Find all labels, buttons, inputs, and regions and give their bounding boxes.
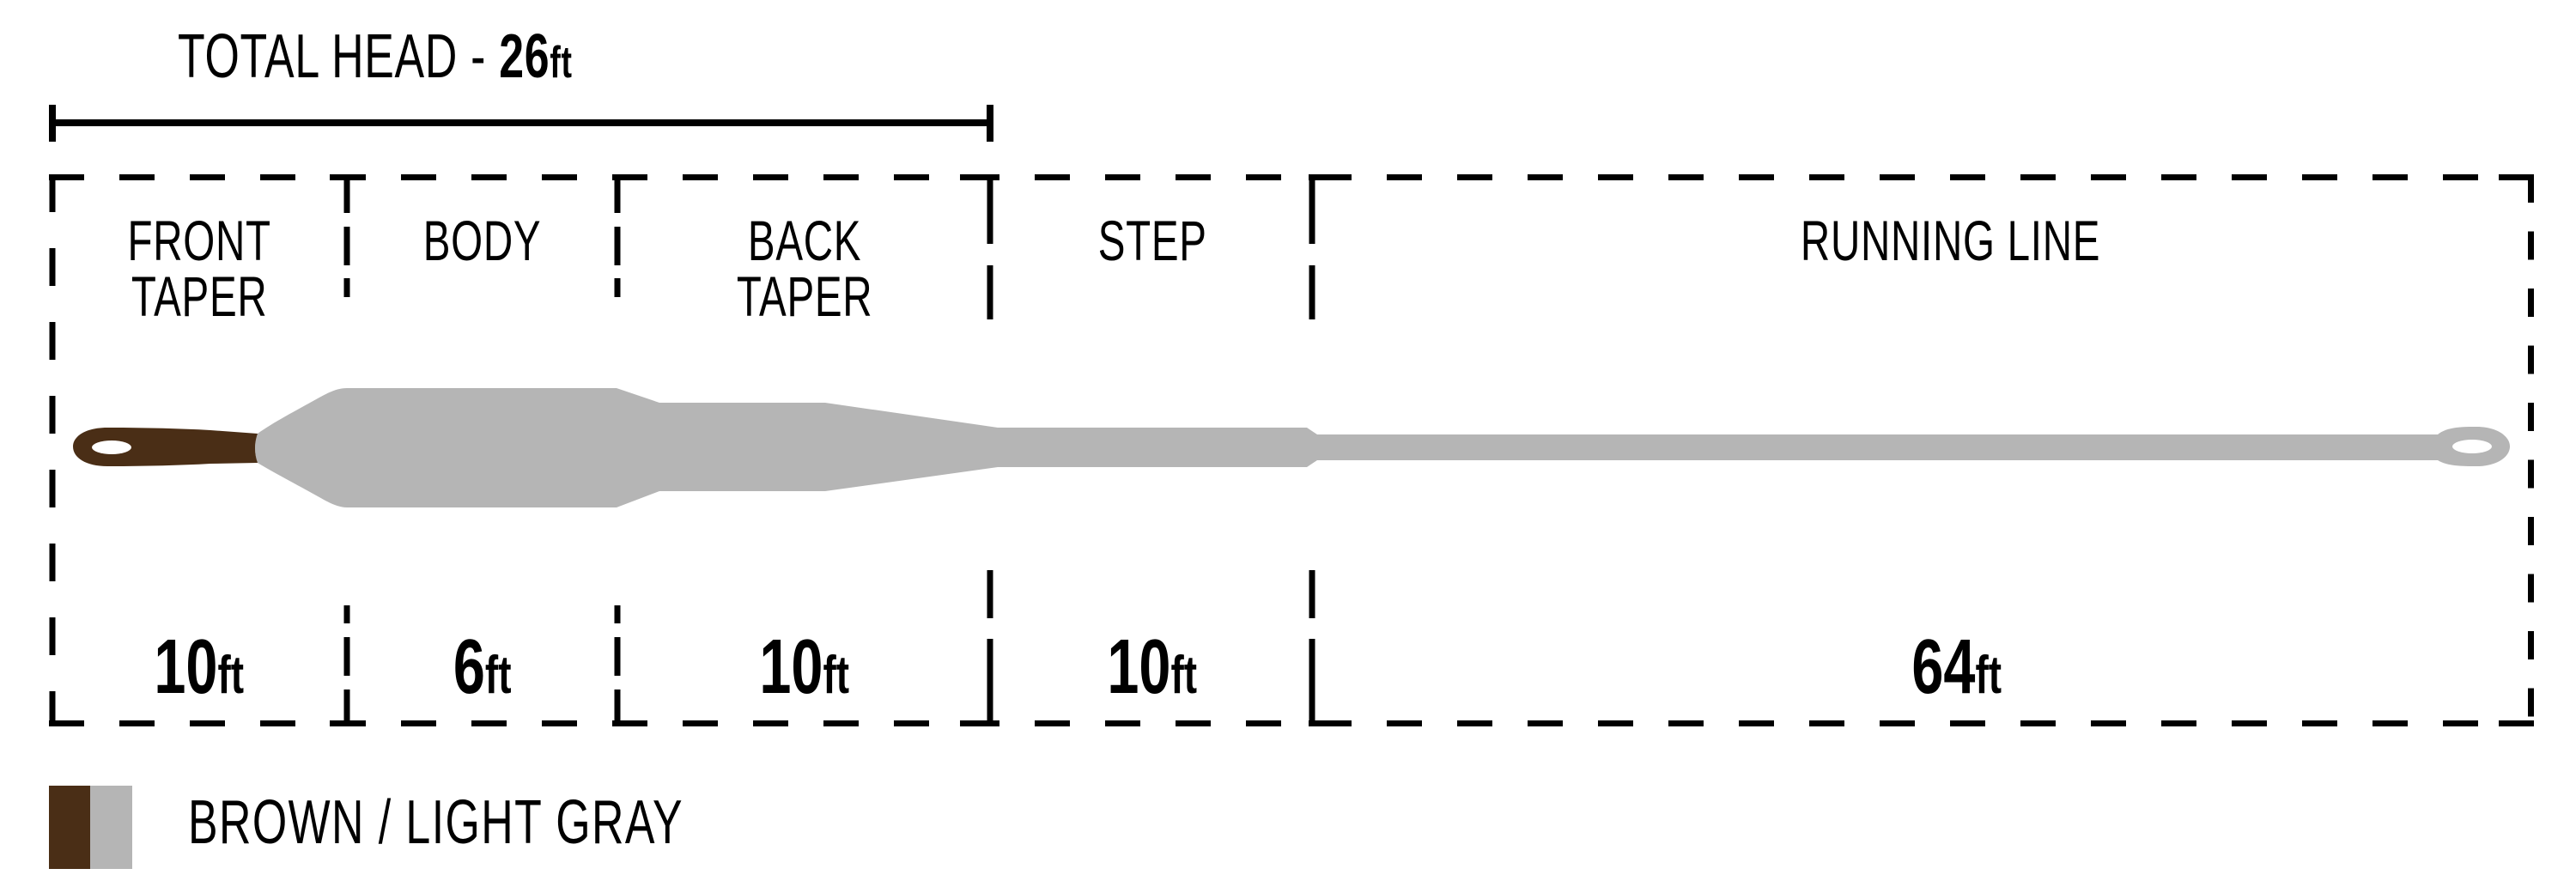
total-head-title: TOTAL HEAD - 26ft [178,24,693,89]
color-legend-label: BROWN / LIGHT GRAY [188,788,684,857]
divider-front-body [330,174,364,726]
total-head-value: 26 [499,22,550,91]
zone-dividers [330,174,1345,726]
zone-length-front-taper: 10ft [154,624,245,710]
zone-label-body: BODY [423,209,542,272]
color-legend-swatch [49,786,132,869]
fly-line-profile [73,388,2510,507]
zone-length-back-taper: 10ft [759,624,850,710]
front-loop-tip [73,428,258,466]
total-head-prefix: TOTAL HEAD - [178,22,500,91]
zone-label-back-taper: BACK TAPER [736,209,873,328]
front-loop-hole [92,440,131,454]
divider-step-runningline [1309,174,1345,726]
total-head-dimension-bar [49,105,993,142]
divider-backtaper-step [960,174,993,726]
legend-swatch-brown [49,786,90,869]
running-line-loop-hole [2452,440,2492,453]
zone-label-step: STEP [1097,209,1207,272]
zone-length-body: 6ft [453,624,512,710]
line-body-shape [255,388,2510,507]
divider-body-backtaper [614,174,635,726]
legend-swatch-light-gray [90,786,132,869]
zone-label-front-taper: FRONT TAPER [127,209,271,328]
zone-length-running-line: 64ft [1911,624,2002,710]
zone-length-step: 10ft [1107,624,1198,710]
zone-box-outline [49,174,2534,726]
zone-label-running-line: RUNNING LINE [1801,209,2101,272]
total-head-unit: ft [550,38,573,88]
